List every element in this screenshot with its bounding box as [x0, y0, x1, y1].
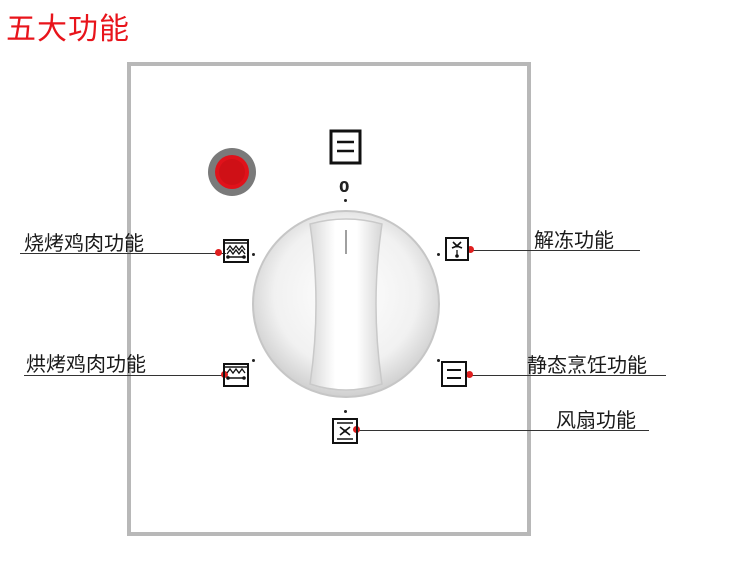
leader-line — [470, 375, 666, 376]
position-dot — [437, 253, 440, 256]
fan-icon — [332, 418, 358, 444]
zero-position-label: 0 — [339, 178, 350, 196]
position-dot — [252, 359, 255, 362]
fan-defrost-icon — [445, 237, 469, 261]
position-dot — [252, 253, 255, 256]
function-label-defrost: 解冻功能 — [534, 228, 614, 252]
bake-icon — [223, 363, 249, 387]
function-label-bake: 烘烤鸡肉功能 — [26, 352, 146, 376]
leader-line — [357, 430, 649, 431]
position-dot — [437, 359, 440, 362]
position-dot — [344, 410, 347, 413]
leader-line — [470, 250, 640, 251]
off-position-icon — [329, 129, 362, 165]
leader-line — [20, 253, 226, 254]
leader-line — [24, 375, 226, 376]
function-label-grill: 烧烤鸡肉功能 — [24, 231, 144, 255]
marker-dot — [467, 246, 474, 253]
page-title: 五大功能 — [6, 12, 130, 47]
marker-dot — [466, 371, 473, 378]
indicator-light — [208, 148, 256, 196]
function-label-static-cooking: 静态烹饪功能 — [527, 353, 647, 377]
function-knob[interactable] — [248, 206, 444, 402]
position-dot — [344, 199, 347, 202]
marker-dot — [215, 249, 222, 256]
function-label-fan: 风扇功能 — [556, 408, 636, 432]
top-bottom-heat-icon — [441, 361, 467, 387]
grill-icon — [223, 239, 249, 263]
